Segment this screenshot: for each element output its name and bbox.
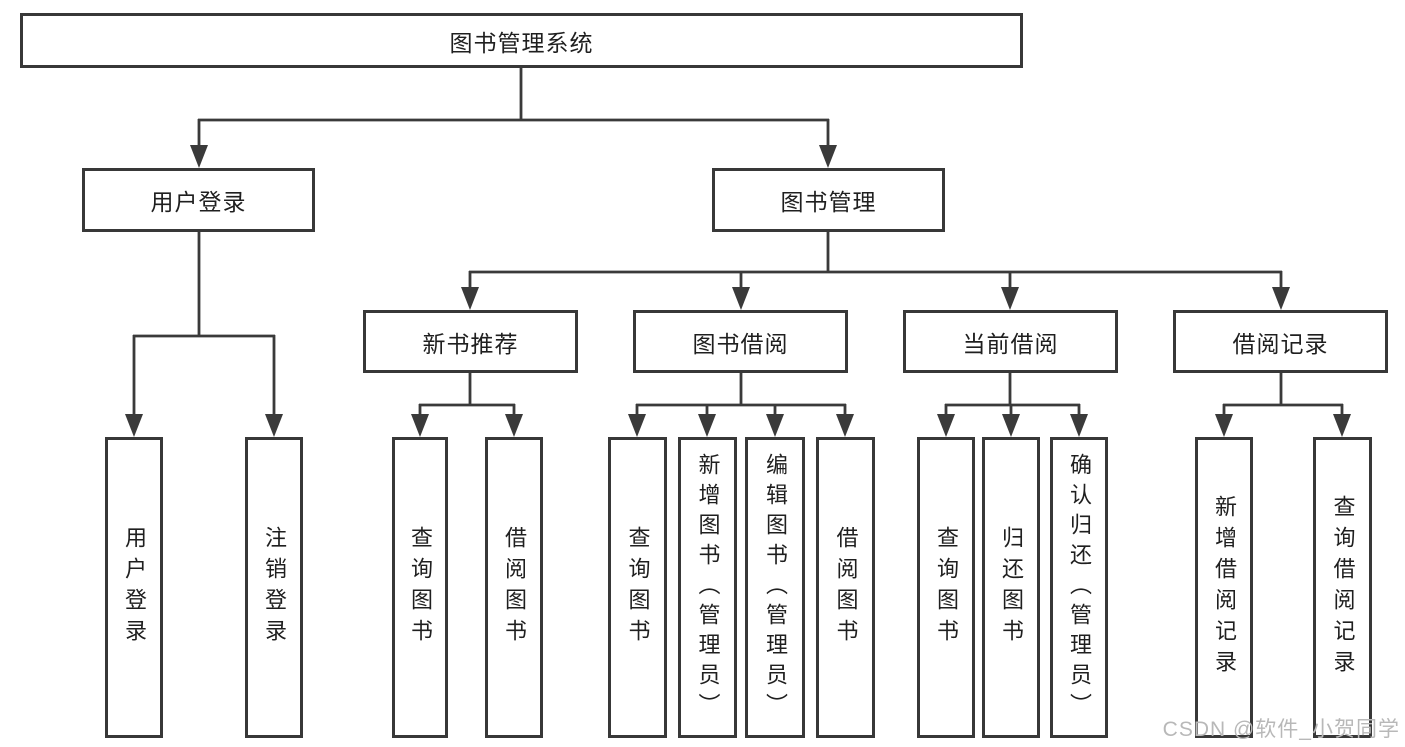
leaf-bb-add-books-admin: 新增图书（管理员） [678, 437, 737, 738]
node-current-borrowing: 当前借阅 [903, 310, 1118, 373]
leaf-cb-return-books: 归还图书 [982, 437, 1040, 738]
leaf-nbr-query-books: 查询图书 [392, 437, 448, 738]
leaf-user-login: 用户登录 [105, 437, 163, 738]
node-book-management: 图书管理 [712, 168, 945, 232]
leaf-br-add-borrow-record: 新增借阅记录 [1195, 437, 1253, 738]
node-user-login: 用户登录 [82, 168, 315, 232]
leaf-bb-edit-books-admin: 编辑图书（管理员） [745, 437, 805, 738]
leaf-cb-query-books: 查询图书 [917, 437, 975, 738]
node-book-borrowing: 图书借阅 [633, 310, 848, 373]
node-new-book-recommendation: 新书推荐 [363, 310, 578, 373]
node-borrowing-records: 借阅记录 [1173, 310, 1388, 373]
leaf-br-query-borrow-record: 查询借阅记录 [1313, 437, 1372, 738]
leaf-cb-confirm-return-admin: 确认归还（管理员） [1050, 437, 1108, 738]
leaf-bb-query-books: 查询图书 [608, 437, 667, 738]
leaf-nbr-borrow-books: 借阅图书 [485, 437, 543, 738]
node-root-library-system: 图书管理系统 [20, 13, 1023, 68]
leaf-logout: 注销登录 [245, 437, 303, 738]
watermark: CSDN @软件_小贺同学 [1162, 718, 1400, 741]
leaf-bb-borrow-books: 借阅图书 [816, 437, 875, 738]
